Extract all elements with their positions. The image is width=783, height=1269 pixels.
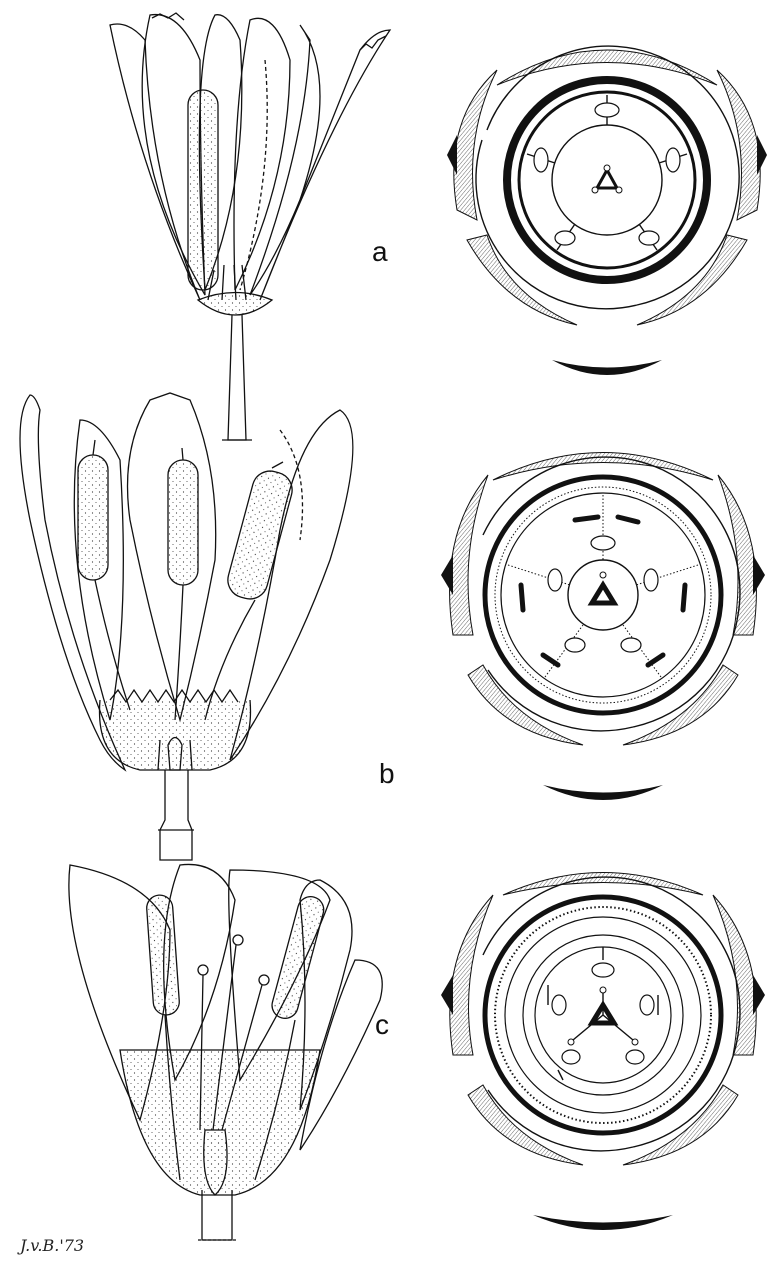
floral-diagram-b <box>441 453 765 801</box>
floral-diagram-a <box>447 46 767 375</box>
flower-b-longitudinal <box>20 393 353 860</box>
flower-a-longitudinal <box>110 13 390 440</box>
panel-label-c: c <box>375 1011 389 1039</box>
panel-label-a: a <box>372 238 388 266</box>
artist-signature: J.v.B.'73 <box>20 1236 84 1255</box>
floral-diagram-c <box>441 873 765 1231</box>
flower-c-longitudinal <box>69 864 382 1240</box>
panel-label-b: b <box>379 760 395 788</box>
